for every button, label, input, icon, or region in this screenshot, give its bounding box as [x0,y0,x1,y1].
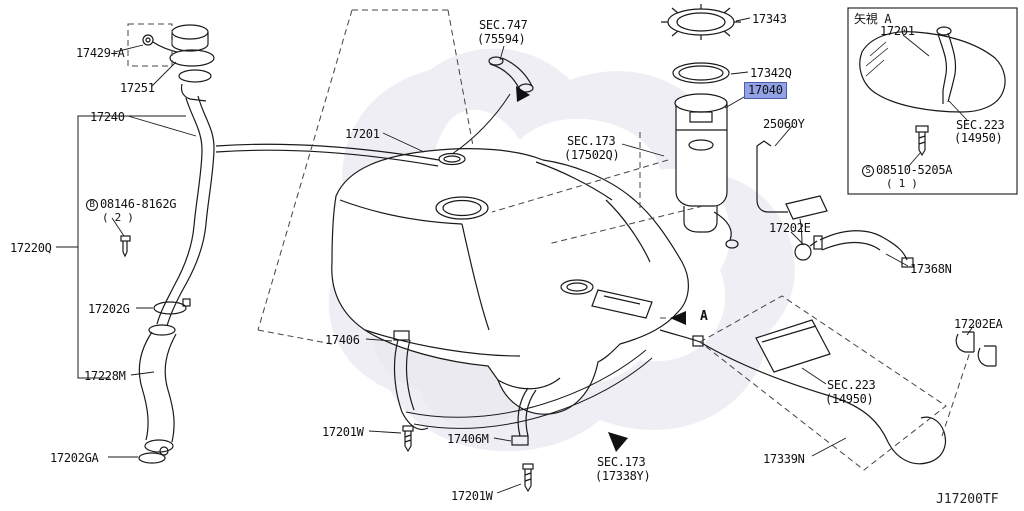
bracket-25060Y [756,140,828,246]
part-label-17342Q[interactable]: 17342Q [750,66,792,80]
section-ref-173a[interactable]: SEC.173 [567,134,616,148]
part-label-17429A[interactable]: 17429+A [76,46,125,60]
leader-lines [56,17,975,494]
section-ref-747-sub: (75594) [477,32,526,46]
part-number-text: 08510-5205A [876,163,953,177]
fuel-pump-module [661,4,741,249]
view-a-arrow-icon [670,311,686,325]
construction-lines [127,9,971,471]
part-label-25060Y[interactable]: 25060Y [763,117,805,131]
qty-label-08146: ( 2 ) [102,211,134,224]
sec173-arrow-icon [608,432,628,452]
canister-sec223 [755,319,831,373]
part-label-17201[interactable]: 17201 [345,127,380,141]
inset-view-A [847,7,1018,195]
inset-title: 矢視 A [854,12,892,26]
part-label-17240[interactable]: 17240 [90,110,125,124]
tank-straps [393,330,653,446]
view-arrows [516,86,686,452]
section-ref-747[interactable]: SEC.747 [479,18,528,32]
drawing-code: J17200TF [936,492,999,507]
filler-cap-assembly [142,24,215,102]
part-label-17406[interactable]: 17406 [325,333,360,347]
filler-hose [138,331,177,453]
part-label-17251[interactable]: 17251 [120,81,155,95]
view-a-label: A [700,309,708,324]
circled-s-icon: S [862,165,874,177]
hose-17368N [813,230,914,268]
part-label-17202E[interactable]: 17202E [769,221,811,235]
part-label-17220Q[interactable]: 17220Q [10,241,52,255]
section-ref-223-sub: (14950) [825,392,874,406]
inset-part-label-17201[interactable]: 17201 [880,24,915,38]
grouping-bracket-17220Q [77,115,186,379]
part-label-17040-selected[interactable]: 17040 [744,82,787,99]
fuel-tank [331,148,689,415]
part-label-17201W-b[interactable]: 17201W [451,489,493,503]
part-label-17202G[interactable]: 17202G [88,302,130,316]
section-ref-223[interactable]: SEC.223 [827,378,876,392]
section-ref-173b-sub: (17338Y) [595,469,651,483]
part-label-17343[interactable]: 17343 [752,12,787,26]
part-label-17228M[interactable]: 17228M [84,369,126,383]
part-label-17202EA[interactable]: 17202EA [954,317,1003,331]
parts-art [77,4,1018,493]
clips-17202EA [955,331,997,367]
qty-label-08510: ( 1 ) [886,177,918,190]
part-label-17406M[interactable]: 17406M [447,432,489,446]
section-ref-173a-sub: (17502Q) [564,148,620,162]
bolt-08146 [120,235,131,258]
part-label-17201W-a[interactable]: 17201W [322,425,364,439]
part-label-17339N[interactable]: 17339N [763,452,805,466]
inset-section-ref-223-sub: (14950) [954,131,1003,145]
circled-b-icon: B [86,199,98,211]
hose-clamps [138,298,191,464]
sec747-arrow-icon [516,86,530,102]
section-ref-173b[interactable]: SEC.173 [597,455,646,469]
part-number-text: 08146-8162G [100,197,177,211]
fuel-line-17339N [659,329,947,465]
inset-section-ref-223[interactable]: SEC.223 [956,118,1005,132]
part-label-17368N[interactable]: 17368N [910,262,952,276]
strap-bolts-17201W [402,425,534,493]
part-label-17202GA[interactable]: 17202GA [50,451,99,465]
filler-pipe [148,95,440,336]
